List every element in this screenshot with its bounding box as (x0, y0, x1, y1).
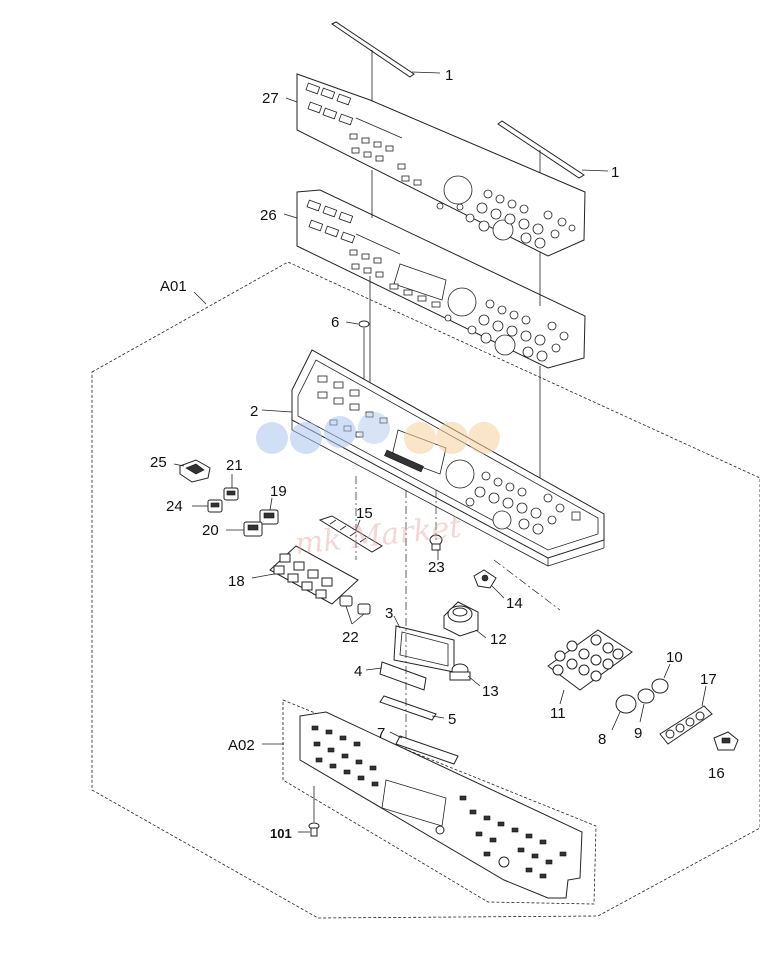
part-21-switch-cap (223, 474, 239, 501)
callout-2: 2 (250, 403, 258, 420)
part-11-numeric-keypad (547, 629, 633, 705)
callout-23: 23 (428, 559, 445, 576)
callout-101: 101 (270, 826, 292, 841)
callout-1a: 1 (445, 67, 453, 84)
callout-27: 27 (262, 90, 279, 107)
callout-6: 6 (331, 314, 339, 331)
callout-22: 22 (342, 629, 359, 646)
callout-3: 3 (385, 605, 393, 622)
callout-15: 15 (356, 505, 373, 522)
part-101-screw (298, 786, 320, 837)
assembly-a01-boundary (91, 261, 760, 919)
part-27-overlay-panel (285, 73, 586, 257)
part-13-knob (449, 663, 481, 687)
part-8-key (611, 694, 637, 731)
part-15-key-strip (318, 515, 383, 553)
part-25-holder (173, 459, 211, 483)
part-14-jog-bracket (473, 569, 505, 599)
callout-a02: A02 (228, 737, 255, 754)
part-20-switch-cap (226, 521, 263, 537)
part-22-switch-pair (339, 595, 371, 625)
callout-18: 18 (228, 573, 245, 590)
callout-4: 4 (354, 663, 362, 680)
part-24-switch-cap (192, 499, 223, 513)
part-4-bracket (365, 661, 427, 691)
callout-7: 7 (377, 725, 385, 742)
part-5-strip (379, 695, 445, 721)
part-7-light-guide (389, 731, 459, 765)
callout-13: 13 (482, 683, 499, 700)
callout-10: 10 (666, 649, 683, 666)
part-1-bracket-top (331, 21, 441, 104)
assembly-a02-boundary (282, 699, 597, 905)
part-26-panel-sheet (283, 189, 586, 369)
callout-9: 9 (634, 725, 642, 742)
part-17-key-strip (659, 685, 713, 745)
callout-12: 12 (490, 631, 507, 648)
callout-25: 25 (150, 454, 167, 471)
callout-17: 17 (700, 671, 717, 688)
callout-19: 19 (270, 483, 287, 500)
callout-8: 8 (598, 731, 606, 748)
callout-a01: A01 (160, 278, 187, 295)
callout-1b: 1 (611, 164, 619, 181)
part-18-rubber-keypad (251, 545, 359, 605)
part-9-key (637, 688, 655, 723)
a02-main-pcb (262, 711, 583, 899)
callout-11: 11 (550, 705, 566, 722)
callout-26: 26 (260, 207, 277, 224)
callout-21: 21 (226, 457, 243, 474)
callout-14: 14 (506, 595, 523, 612)
part-19-switch-cap (259, 497, 279, 525)
callout-24: 24 (166, 498, 183, 515)
callout-20: 20 (202, 522, 219, 539)
part-12-jog-dial (443, 601, 487, 639)
part-10-key (651, 663, 671, 694)
part-16-holder (713, 731, 739, 751)
callout-16: 16 (708, 765, 725, 782)
callout-5: 5 (448, 711, 456, 728)
